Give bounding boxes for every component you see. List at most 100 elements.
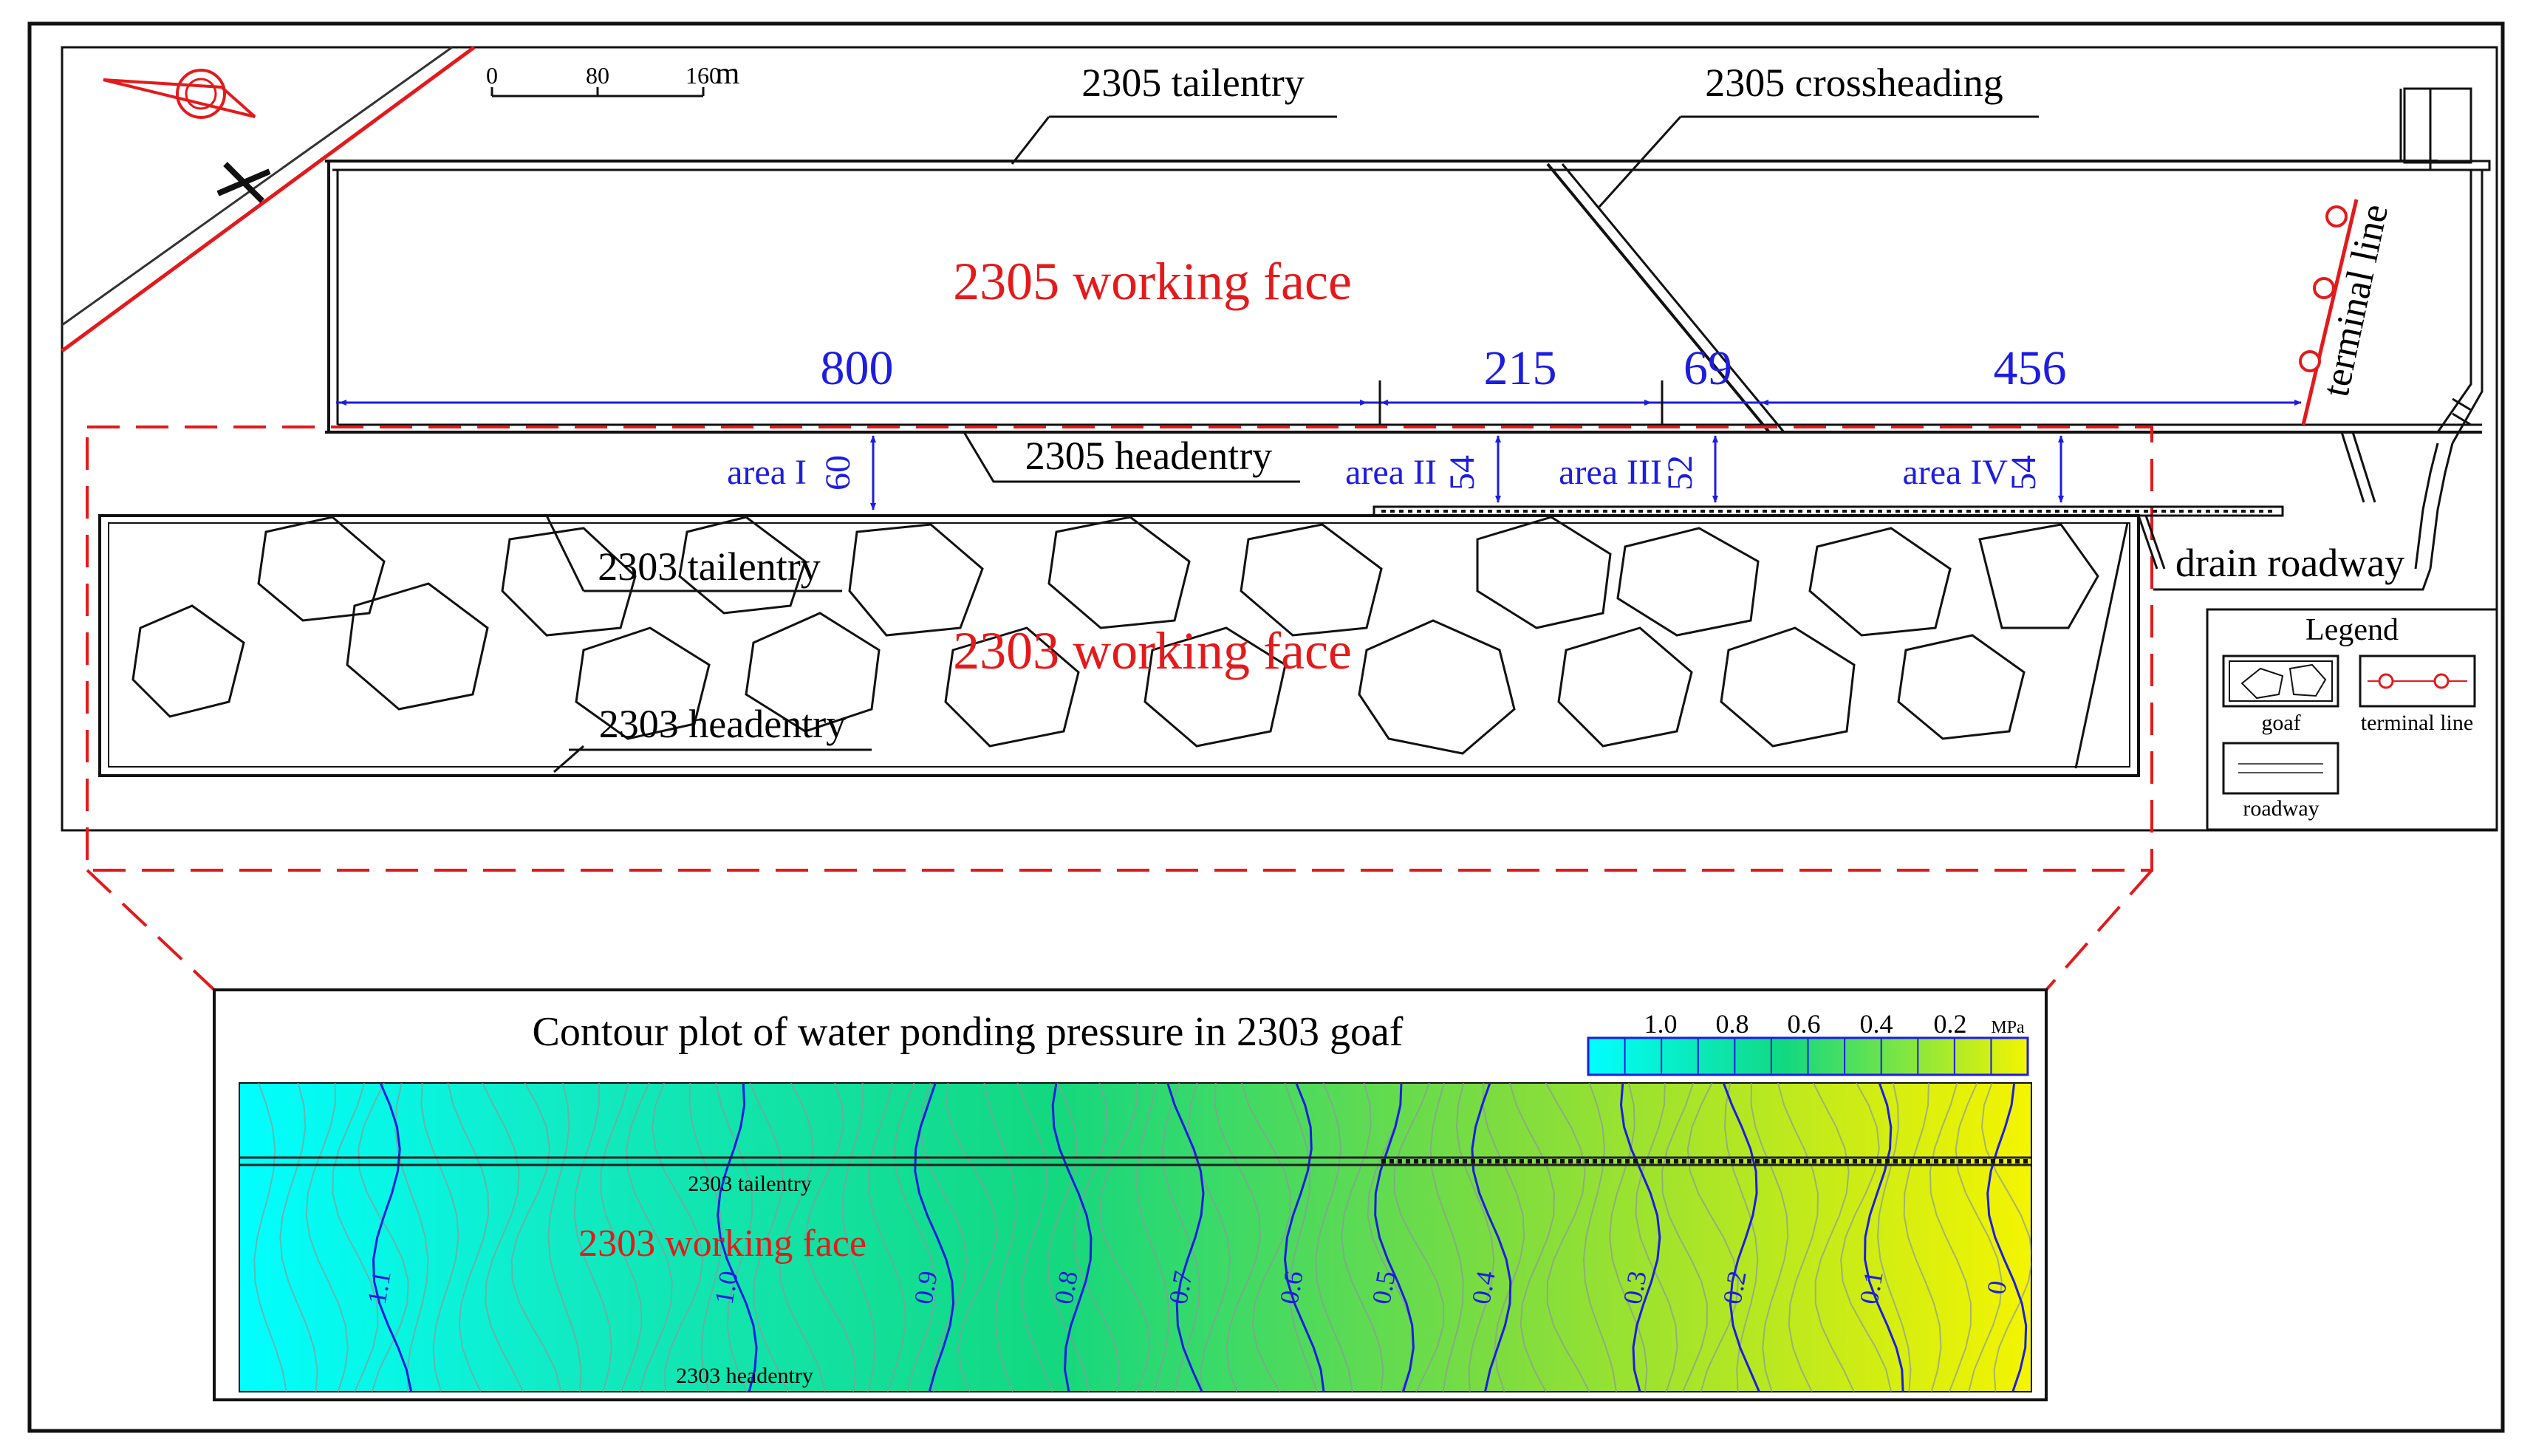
contour-minor-line (1955, 1083, 2003, 1392)
label-2305-headentry: 2305 headentry (1025, 434, 1272, 478)
contour-minor-line (893, 1083, 937, 1392)
legend-terminal-line-label: terminal line (2361, 711, 2473, 735)
leader-crossheading (1598, 115, 1682, 208)
contour-minor-line (1609, 1083, 1648, 1392)
contour-minor-line (482, 1083, 524, 1392)
scale-tick-0: 0 (486, 62, 498, 89)
contour-minor-line (651, 1083, 704, 1392)
dim-800: 800 (821, 341, 894, 395)
terminal-line (2299, 199, 2359, 425)
leader-tailentry-2303 (545, 515, 585, 592)
contour-minor-line (1393, 1083, 1444, 1392)
contour-minor-line (1187, 1083, 1231, 1392)
contour-minor-line (804, 1083, 857, 1392)
dim-69: 69 (1683, 341, 1732, 395)
colorbar-unit: MPa (1991, 1018, 2025, 1037)
contour-level-line (372, 1083, 413, 1392)
dimension-line: 800 215 69 456 (336, 341, 2302, 425)
contour-level-line (1166, 1083, 1205, 1392)
contour-minor-line (358, 1083, 409, 1392)
label-2305-tailentry: 2305 tailentry (1081, 61, 1304, 105)
contour-level-line (1471, 1083, 1512, 1392)
contour-minor-line (1284, 1083, 1318, 1392)
scale-unit: m (716, 57, 740, 91)
contour-minor-line (1161, 1083, 1200, 1392)
contour-minor-line (510, 1083, 562, 1392)
contour-minor-line (447, 1083, 490, 1392)
contour-level-label: 0.6 (1274, 1268, 1309, 1306)
contour-panel: Contour plot of water ponding pressure i… (213, 988, 2048, 1401)
area-2-label: area II (1345, 453, 1437, 492)
outer-frame (27, 21, 2505, 1433)
contour-minor-line (841, 1083, 876, 1392)
contour-minor-line (1661, 1083, 1708, 1392)
contour-minor-line (1214, 1083, 1262, 1392)
compass-icon (103, 69, 256, 119)
label-2305-crossheading: 2305 crossheading (1705, 61, 2003, 105)
panel-2305 (325, 87, 2491, 570)
contour-minor-line (1098, 1083, 1151, 1392)
panel-2303-goaf (98, 505, 2284, 777)
contour-minor-line (1047, 1083, 1090, 1392)
contour-minor-line (1777, 1083, 1819, 1392)
contour-minor-line (983, 1083, 1017, 1392)
contour-minor-line (1016, 1083, 1053, 1392)
fault-line (61, 45, 476, 353)
contour-minor-line (1812, 1083, 1855, 1392)
contour-minor-line (1686, 1083, 1739, 1392)
contour-minor-line (946, 1083, 998, 1392)
contour-minor-line (1980, 1083, 2031, 1392)
contour-level-line (1986, 1083, 2028, 1392)
contour-minor-line (1723, 1083, 1759, 1392)
contour-minor-line (332, 1083, 379, 1392)
contour-minor-line (1929, 1083, 1972, 1392)
contour-title: Contour plot of water ponding pressure i… (533, 1009, 1404, 1055)
boundary-line (61, 46, 453, 327)
contour-level-line (1283, 1083, 1325, 1392)
legend-terminal-line-swatch (2359, 654, 2476, 708)
area-4-label: area IV (1902, 453, 2008, 492)
contour-minor-line (1545, 1083, 1590, 1392)
colorbar-label-3: 0.6 (1788, 1009, 1821, 1039)
contour-level-label: 1.1 (362, 1268, 397, 1306)
contour-level-label: 0.4 (1466, 1268, 1501, 1306)
area-3-label: area III (1559, 453, 1662, 492)
contour-level-label: 0.1 (1854, 1268, 1889, 1306)
leader-drain-roadway (2153, 568, 2432, 591)
contour-label-working-face: 2303 working face (578, 1223, 866, 1265)
contour-minor-line (1135, 1083, 1170, 1392)
contour-minor-line (1482, 1083, 1525, 1392)
colorbar-label-2: 0.8 (1716, 1009, 1749, 1039)
contour-level-label: 0.5 (1367, 1268, 1401, 1306)
colorbar-label-5: 0.2 (1934, 1009, 1967, 1039)
contour-minor-line (868, 1083, 906, 1392)
callout-box (86, 425, 2153, 991)
contour-minor-line (1073, 1083, 1121, 1392)
area-4-width: 54 (2004, 455, 2043, 491)
legend-title: Legend (2305, 613, 2399, 647)
area-1-width: 60 (818, 455, 858, 491)
leader-headentry-2305 (963, 431, 1300, 483)
dim-215: 215 (1484, 341, 1557, 395)
leader-tailentry-2305 (1011, 116, 1050, 165)
contour-level-line (717, 1083, 758, 1392)
contour-minor-line (715, 1083, 753, 1392)
contour-minor-line (688, 1083, 723, 1392)
contour-minor-line (1840, 1083, 1892, 1392)
contour-level-label: 1.0 (709, 1268, 744, 1306)
contour-minor-line (919, 1083, 968, 1392)
contour-minor-line (279, 1083, 318, 1392)
contour-minor-line (1635, 1083, 1678, 1392)
scale-tick-80: 80 (586, 62, 609, 89)
contour-minor-line (600, 1083, 643, 1392)
contour-level-line (914, 1083, 955, 1392)
contour-minor-line (1455, 1083, 1495, 1392)
legend-roadway-label: roadway (2243, 796, 2319, 821)
contour-minor-line (420, 1083, 459, 1392)
contour-level-label: 0.3 (1618, 1268, 1652, 1306)
contour-lines (253, 1083, 2031, 1392)
contour-minor-line (547, 1083, 582, 1392)
